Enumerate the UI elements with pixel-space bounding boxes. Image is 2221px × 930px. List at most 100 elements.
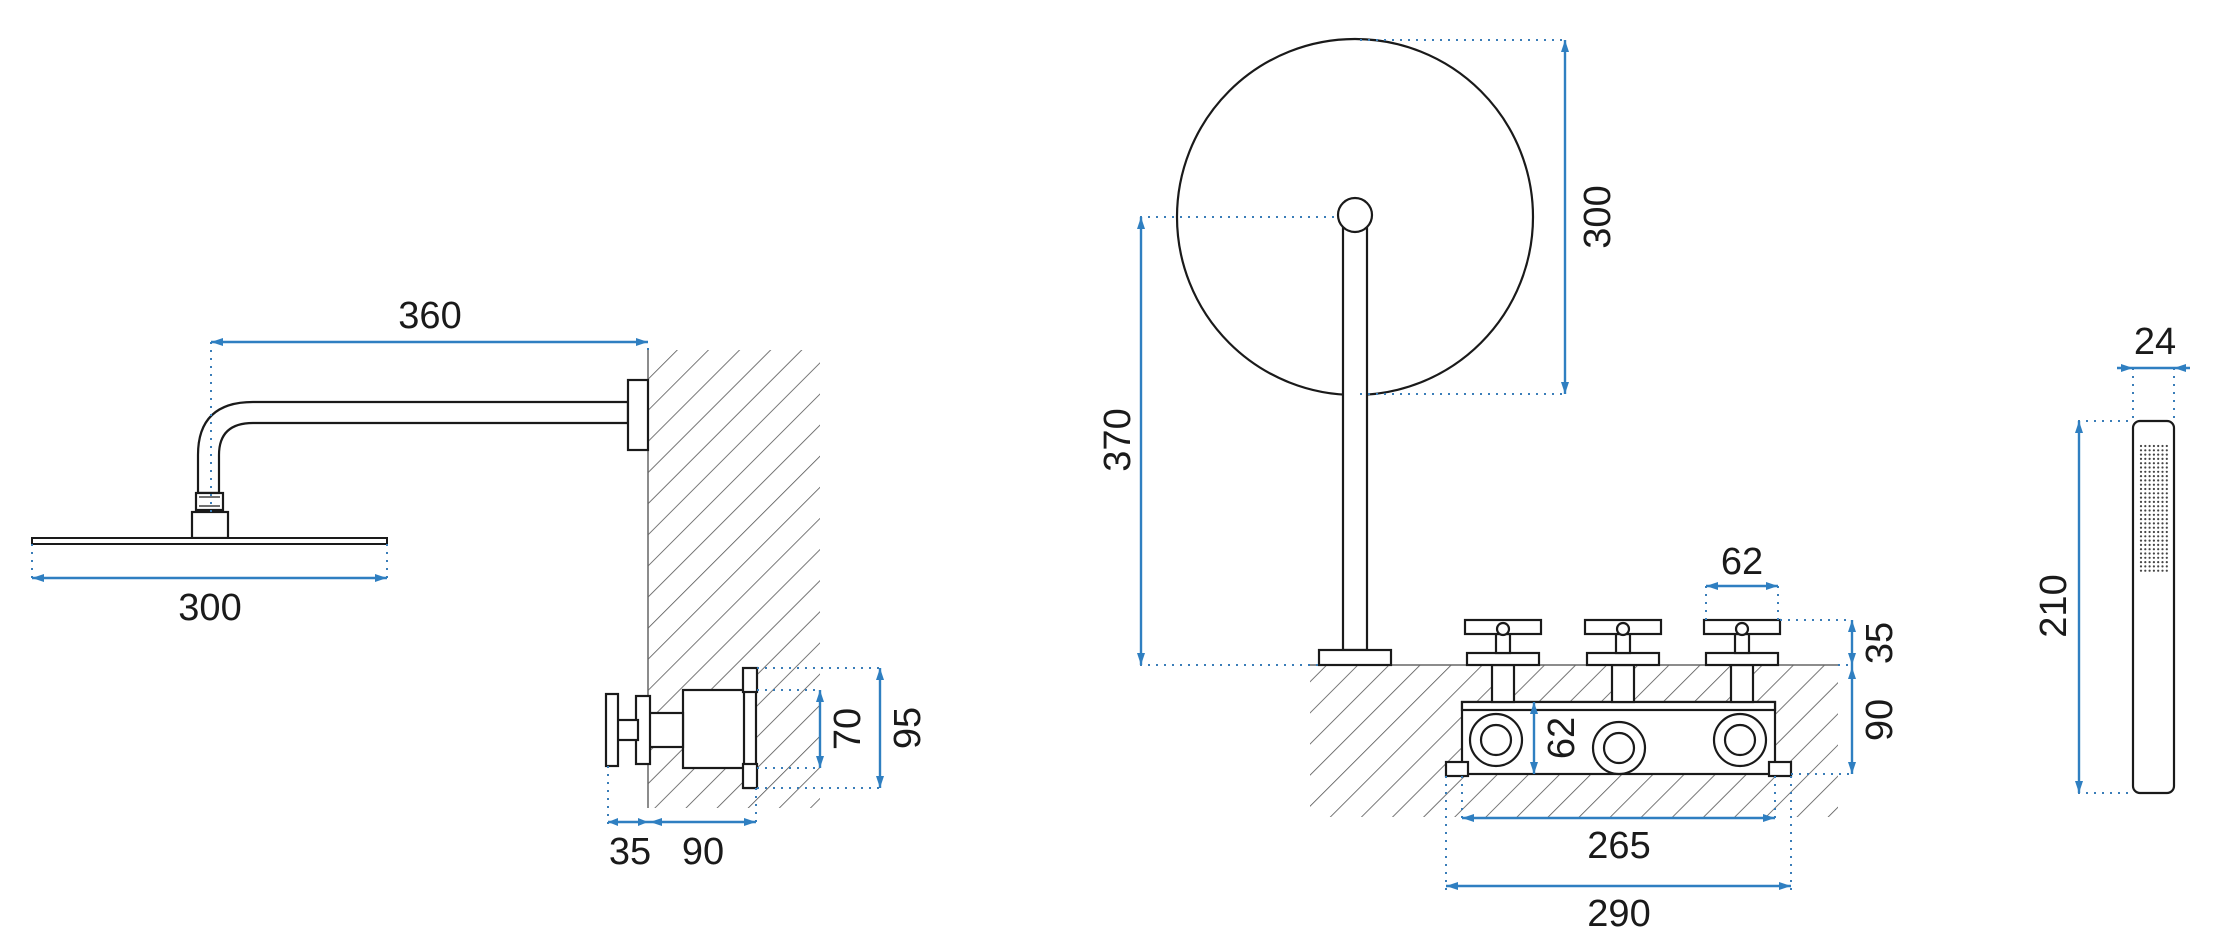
nozzle-dot (2148, 492, 2151, 495)
dim-hand-width: 24 (2134, 321, 2176, 363)
riser-top-fill (1345, 216, 1365, 224)
nozzle-dot (2139, 496, 2143, 499)
mixer-handle-center (1583, 618, 1663, 704)
nozzle-dot (2148, 552, 2151, 555)
nozzle-dot (2144, 569, 2147, 572)
nozzle-dot (2139, 492, 2143, 495)
arrow (1446, 882, 1458, 890)
nozzle-dot (2165, 513, 2168, 516)
mixer-handle-left (1463, 618, 1543, 704)
nozzle-dot (2165, 543, 2168, 547)
nozzle-dot (2148, 548, 2151, 551)
nozzle-dot (2144, 513, 2147, 516)
nozzle-dot (2152, 569, 2155, 572)
nozzle-dot (2165, 453, 2168, 456)
nozzle-dot (2161, 470, 2164, 473)
nozzle-dot (2157, 500, 2160, 503)
nozzle-dot (2144, 505, 2147, 508)
nozzle-dot (2165, 449, 2168, 452)
nozzle-dot (2144, 526, 2147, 529)
nozzle-dot (2157, 539, 2160, 542)
nozzle-dot (2148, 556, 2151, 559)
nozzle-dot (2152, 470, 2155, 473)
nozzle-dot (2139, 522, 2143, 525)
nozzle-dot (2148, 487, 2151, 491)
dim-valve-depth: 90 (682, 831, 724, 873)
valve-flange-tab-top (741, 666, 759, 694)
nozzle-dot (2165, 496, 2168, 499)
nozzle-dot (2148, 483, 2151, 486)
dim-head-diameter: 300 (178, 587, 241, 629)
nozzle-dot (2148, 539, 2151, 542)
nozzle-dot (2148, 462, 2151, 465)
mixer-foot-right (1767, 760, 1793, 778)
nozzle-dot (2161, 526, 2164, 529)
nozzle-dot (2148, 526, 2151, 529)
nozzle-dot (2157, 556, 2160, 559)
dim-valve-projection: 35 (609, 831, 651, 873)
nozzle-dot (2157, 492, 2160, 495)
arrow (375, 574, 387, 582)
nozzle-dot (2152, 487, 2155, 491)
nozzle-dot (2165, 548, 2168, 551)
nozzle-dot (2139, 518, 2143, 521)
nozzle-dot (2157, 526, 2160, 529)
nozzle-dot (2139, 466, 2143, 469)
riser-top-joint (1336, 196, 1374, 234)
nozzle-dot (2148, 535, 2151, 538)
nozzle-dot (2165, 552, 2168, 555)
nozzle-dot (2152, 548, 2155, 551)
nozzle-dot (2139, 561, 2143, 564)
nozzle-dot (2148, 543, 2151, 547)
nozzle-dot (2165, 479, 2168, 482)
nozzle-dot (2144, 561, 2147, 564)
nozzle-dot (2161, 487, 2164, 491)
nozzle-dot (2139, 535, 2143, 538)
arrow (2075, 781, 2083, 793)
nozzle-dot (2157, 569, 2160, 572)
arrow (638, 818, 648, 826)
nozzle-dot (2148, 453, 2151, 456)
arrow (1779, 882, 1791, 890)
nozzle-dot (2148, 518, 2151, 521)
arrow (2121, 364, 2133, 372)
nozzle-dot (2165, 505, 2168, 508)
nozzle-dot (2139, 444, 2143, 448)
nozzle-dot (2165, 466, 2168, 469)
nozzle-dot (2152, 522, 2155, 525)
nozzle-dot (2144, 449, 2147, 452)
nozzle-dot (2157, 444, 2160, 448)
nozzle-dot (2139, 500, 2143, 503)
nozzle-dot (2144, 543, 2147, 547)
nozzle-dot (2148, 561, 2151, 564)
mixer-foot-left (1444, 760, 1470, 778)
nozzle-dot (2144, 565, 2147, 568)
nozzle-dot (2161, 543, 2164, 547)
nozzle-dot (2139, 449, 2143, 452)
nozzle-dot (2161, 552, 2164, 555)
nozzle-dot (2144, 457, 2147, 460)
dim-arm-height: 370 (1097, 408, 1139, 471)
nozzle-dot (2152, 552, 2155, 555)
hand-shower-view: 24 210 (2033, 321, 2190, 795)
nozzle-dot (2157, 530, 2160, 534)
nozzle-dot (2157, 483, 2160, 486)
head-connector (190, 510, 230, 540)
nozzle-dot (2139, 530, 2143, 534)
nozzle-dot (2144, 487, 2147, 491)
arrow (2174, 364, 2186, 372)
arrow (1561, 382, 1569, 394)
nozzle-dot (2157, 548, 2160, 551)
arrow (1848, 620, 1856, 632)
nozzle-dot (2161, 561, 2164, 564)
nozzle-dot (2144, 530, 2147, 534)
nozzle-dot (2144, 556, 2147, 559)
arrow (2075, 421, 2083, 433)
nozzle-dot (2144, 500, 2147, 503)
nozzle-dot (2148, 513, 2151, 516)
nozzle-dot (2148, 505, 2151, 508)
hand-shower-nozzle-grid (2139, 444, 2168, 572)
arrow (744, 818, 756, 826)
nozzle-dot (2165, 556, 2168, 559)
